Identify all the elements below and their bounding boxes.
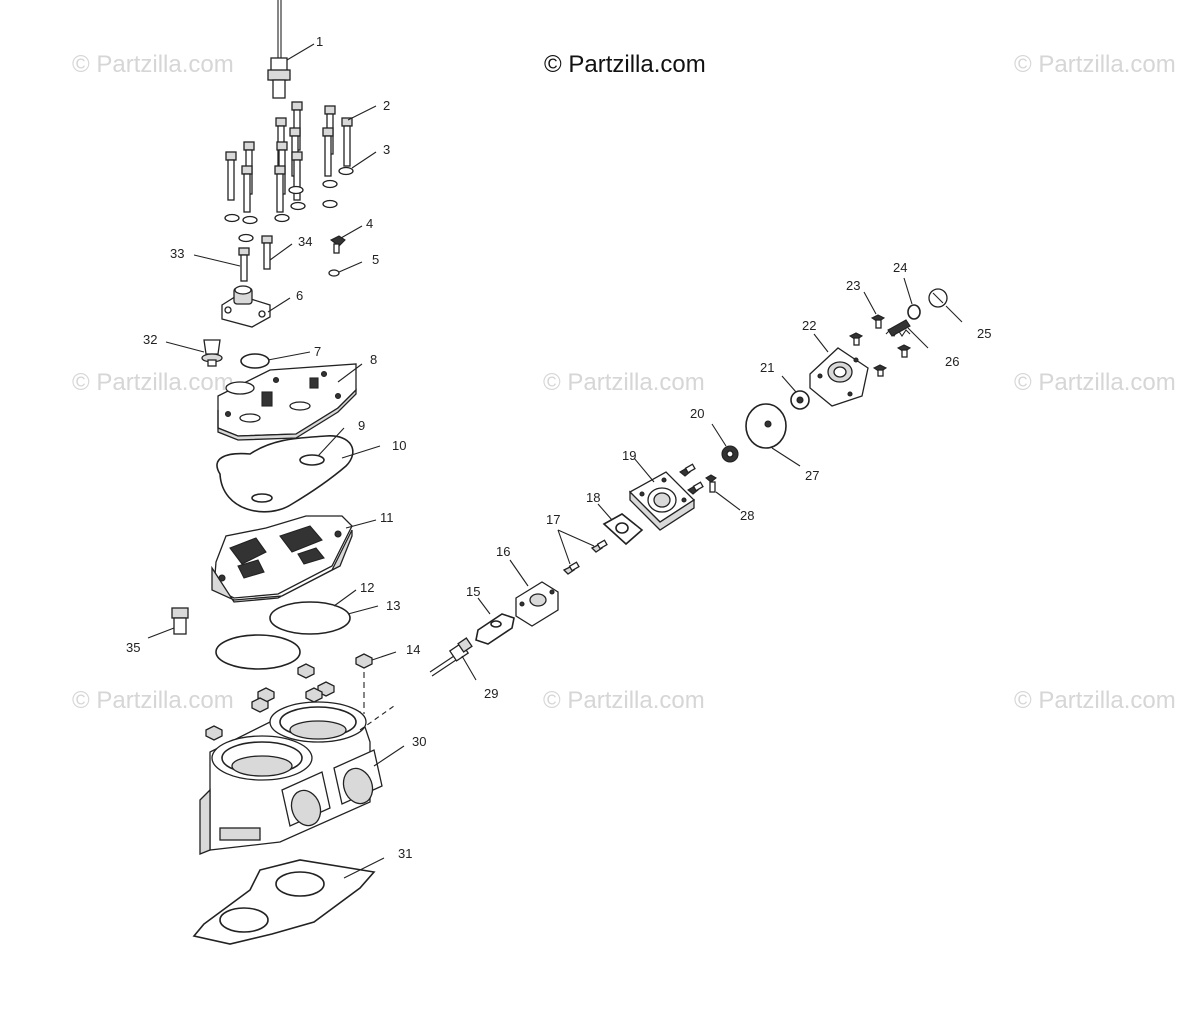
part-32-thermostat bbox=[165, 339, 223, 367]
part-11-cylinder-head bbox=[211, 515, 377, 603]
watermarks: © Partzilla.com © Partzilla.com © Partzi… bbox=[72, 51, 1176, 714]
callout-label: 17 bbox=[546, 512, 560, 527]
part-5-washer bbox=[328, 261, 363, 277]
callout-label: 25 bbox=[977, 326, 991, 341]
callout-label: 8 bbox=[370, 352, 377, 367]
part-33-bolt bbox=[193, 247, 250, 282]
part-12-o-ring bbox=[269, 589, 357, 635]
callout-label: 4 bbox=[366, 216, 373, 231]
part-23-screws bbox=[848, 291, 912, 377]
part-31-base-gasket bbox=[192, 857, 385, 945]
part-9-o-ring bbox=[299, 427, 345, 466]
part-26-spring bbox=[885, 319, 929, 349]
callout-label: 6 bbox=[296, 288, 303, 303]
part-8-head-cover bbox=[217, 363, 363, 441]
part-19-cover-plate bbox=[628, 457, 696, 531]
part-22-housing bbox=[809, 333, 869, 407]
callout-label: 23 bbox=[846, 278, 860, 293]
callout-labels: 1 2 3 4 5 6 7 8 9 10 11 12 13 14 15 16 1… bbox=[126, 34, 991, 861]
part-13-o-ring bbox=[215, 605, 379, 670]
watermark: © Partzilla.com bbox=[543, 687, 705, 714]
callout-label: 21 bbox=[760, 360, 774, 375]
part-14-nuts bbox=[205, 651, 397, 741]
callout-label: 31 bbox=[398, 846, 412, 861]
watermark: © Partzilla.com bbox=[72, 51, 234, 78]
part-21-washer bbox=[781, 375, 810, 410]
callout-label: 22 bbox=[802, 318, 816, 333]
callout-label: 18 bbox=[586, 490, 600, 505]
part-1-sensor bbox=[267, 0, 315, 99]
callout-label: 10 bbox=[392, 438, 406, 453]
callout-label: 1 bbox=[316, 34, 323, 49]
part-10-head-gasket bbox=[216, 435, 381, 513]
callout-label: 14 bbox=[406, 642, 420, 657]
callout-label: 7 bbox=[314, 344, 321, 359]
callout-label: 28 bbox=[740, 508, 754, 523]
watermark: © Partzilla.com bbox=[1014, 369, 1176, 396]
part-20-gear bbox=[711, 423, 739, 463]
callout-label: 27 bbox=[805, 468, 819, 483]
part-17-screws bbox=[557, 529, 608, 575]
part-18-gasket bbox=[597, 503, 644, 546]
watermark: © Partzilla.com bbox=[72, 369, 234, 396]
callout-label: 9 bbox=[358, 418, 365, 433]
part-16-valve-body bbox=[509, 559, 559, 627]
part-28-screws bbox=[679, 463, 741, 511]
diagram-title: © Partzilla.com bbox=[544, 51, 706, 78]
callout-label: 3 bbox=[383, 142, 390, 157]
callout-label: 26 bbox=[945, 354, 959, 369]
part-2-head-bolts bbox=[225, 101, 377, 213]
part-24-o-ring bbox=[903, 277, 921, 320]
callout-label: 13 bbox=[386, 598, 400, 613]
callout-label: 20 bbox=[690, 406, 704, 421]
part-25-cap bbox=[928, 288, 963, 323]
callout-label: 24 bbox=[893, 260, 907, 275]
part-7-o-ring bbox=[240, 351, 311, 369]
callout-label: 15 bbox=[466, 584, 480, 599]
part-3-washers bbox=[224, 151, 377, 243]
part-34-bolt bbox=[261, 235, 293, 270]
callout-label: 34 bbox=[298, 234, 312, 249]
callout-label: 5 bbox=[372, 252, 379, 267]
callout-label: 19 bbox=[622, 448, 636, 463]
callout-label: 35 bbox=[126, 640, 140, 655]
callout-label: 11 bbox=[380, 510, 394, 525]
part-29-valve-stem bbox=[429, 637, 477, 681]
callout-label: 2 bbox=[383, 98, 390, 113]
part-27-diaphragm bbox=[745, 403, 801, 467]
watermark: © Partzilla.com bbox=[1014, 51, 1176, 78]
callout-label: 29 bbox=[484, 686, 498, 701]
watermark: © Partzilla.com bbox=[72, 687, 234, 714]
callout-label: 30 bbox=[412, 734, 426, 749]
part-4-screw bbox=[329, 225, 363, 254]
part-15-gasket bbox=[475, 597, 515, 645]
callout-label: 32 bbox=[143, 332, 157, 347]
callout-label: 16 bbox=[496, 544, 510, 559]
watermark: © Partzilla.com bbox=[1014, 687, 1176, 714]
part-6-thermostat-housing bbox=[221, 285, 291, 328]
callout-label: 12 bbox=[360, 580, 374, 595]
watermark: © Partzilla.com bbox=[543, 369, 705, 396]
callout-label: 33 bbox=[170, 246, 184, 261]
part-30-cylinder-block bbox=[199, 701, 405, 855]
part-35-fitting bbox=[147, 607, 189, 639]
